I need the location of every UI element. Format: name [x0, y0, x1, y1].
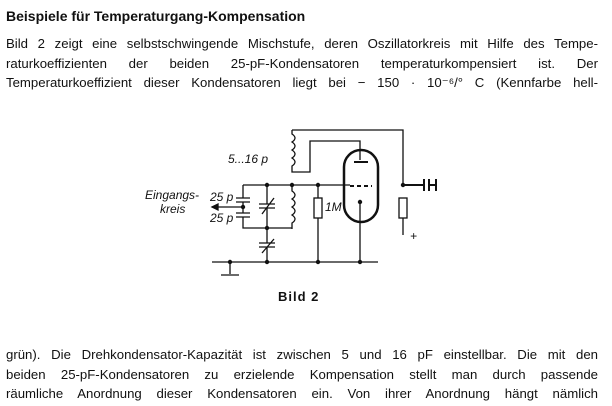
paragraph-continuation: grün). Die Drehkondensator-Kapazität ist…: [6, 345, 598, 404]
load-resistor: [398, 197, 408, 219]
feedback-wire: [292, 130, 403, 262]
cap-top-label: 25 p: [210, 190, 234, 204]
cap-bottom-label: 25 p: [210, 211, 234, 225]
tube-envelope: [342, 148, 380, 224]
trimmer-label: 5...16 p: [228, 152, 269, 166]
figure-caption: Bild 2: [278, 289, 320, 304]
input-label-2: kreis: [160, 202, 186, 216]
plus-label: +: [410, 229, 418, 243]
text-line: räumliche Anordnung dieser Kondensatoren…: [6, 386, 598, 401]
text-line: grün). Die Drehkondensator-Kapazität ist…: [6, 347, 598, 362]
tank-coil: [290, 185, 296, 229]
paragraph-intro: Bild 2 zeigt eine selbstschwingende Misc…: [6, 34, 598, 93]
variable-capacitor: [259, 185, 275, 228]
output-capacitor: [403, 179, 437, 191]
ground-rail: [212, 261, 378, 276]
arrow-icon: [210, 202, 219, 212]
text-line: beiden 25-pF-Kondensatoren zu erzielende…: [6, 366, 598, 382]
text-line: raturkoeffizienten der beiden 25-pF-Kond…: [6, 55, 598, 71]
feedback-coil: [290, 130, 361, 173]
input-label: Eingangs-: [145, 188, 200, 202]
junction-dots: [227, 182, 406, 265]
trimmer-capacitor: [259, 228, 275, 262]
section-heading: Beispiele für Temperaturgang-Kompensatio…: [6, 8, 306, 24]
resistor-label: 1M: [325, 200, 342, 214]
text-line: Temperaturkoeffizient dieser Kondensator…: [6, 75, 598, 90]
anode-supply-wire: [292, 129, 404, 185]
text-line: Bild 2 zeigt eine selbstschwingende Misc…: [6, 36, 598, 51]
grid-resistor: [313, 197, 323, 219]
